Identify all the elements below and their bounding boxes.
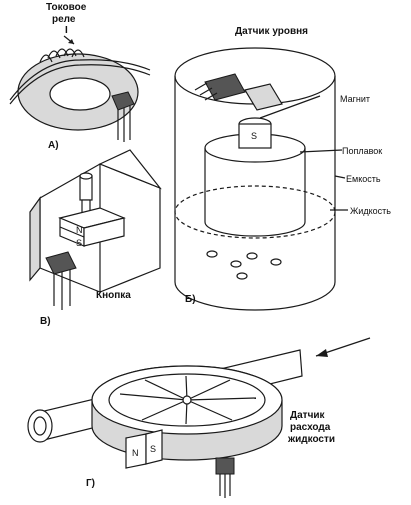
- label-container: Емкость: [346, 174, 381, 184]
- flow-sensor-label-1: Датчик: [290, 410, 326, 421]
- panel-v-button: N S Кнопка В): [29, 149, 162, 327]
- flow-arrowhead: [316, 349, 328, 357]
- callout-magnet: [259, 95, 321, 119]
- label-float: Поплавок: [342, 146, 382, 156]
- bracket-left-side: [29, 196, 41, 282]
- panel-b-level-sensor: Датчик уровня S: [174, 26, 391, 311]
- magnet-body: [238, 123, 272, 149]
- magnet-pole-s: S: [251, 131, 257, 141]
- label-magnet: Магнит: [340, 94, 370, 104]
- flow-sensor-label-3: жидкости: [287, 434, 335, 445]
- current-arrowhead: [68, 39, 74, 44]
- liquid-bubbles: [206, 250, 282, 280]
- hall-sensor-chip: [111, 91, 135, 111]
- panel-g-flow-sensor: N S Датчик расхода жидкости Г): [27, 337, 371, 498]
- flow-sensor-label-2: расхода: [290, 422, 331, 433]
- callout-container: [334, 175, 346, 179]
- coil-windings: [39, 48, 85, 63]
- label-button: Кнопка: [96, 290, 131, 301]
- flow-pole-s: S: [150, 444, 156, 454]
- panel-label-a: А): [48, 140, 59, 151]
- bracket-top: [98, 149, 162, 190]
- level-sensor-title: Датчик уровня: [235, 26, 308, 37]
- flow-chip: [215, 457, 235, 475]
- toroid-hole: [49, 77, 111, 111]
- callout-float: [299, 149, 343, 153]
- button-pole-n: N: [76, 225, 83, 235]
- button-pole-s: S: [76, 238, 82, 248]
- magnet-block-side: [83, 217, 125, 247]
- container-bottom: [174, 281, 336, 311]
- liquid-surface: [174, 185, 336, 239]
- panel-a-current-relay: Токовое реле I А): [9, 2, 151, 151]
- current-symbol: I: [65, 25, 68, 36]
- current-relay-label-line1: Токовое: [46, 2, 87, 13]
- panel-label-b: Б): [185, 294, 196, 305]
- wire: [9, 59, 151, 101]
- panel-label-v: В): [40, 316, 51, 327]
- button-chip: [45, 251, 77, 275]
- panel-label-g: Г): [86, 478, 95, 489]
- label-liquid: Жидкость: [350, 206, 391, 216]
- flow-pole-n: N: [132, 448, 139, 458]
- pipe-opening: [33, 416, 47, 436]
- wire-edge: [9, 64, 151, 105]
- flow-magnet-s: [145, 429, 163, 465]
- button-plunger: [79, 175, 93, 201]
- current-relay-label-line2: реле: [52, 14, 76, 25]
- float-bottom: [204, 221, 306, 237]
- level-chip-body: [244, 83, 283, 111]
- impeller: [119, 375, 257, 425]
